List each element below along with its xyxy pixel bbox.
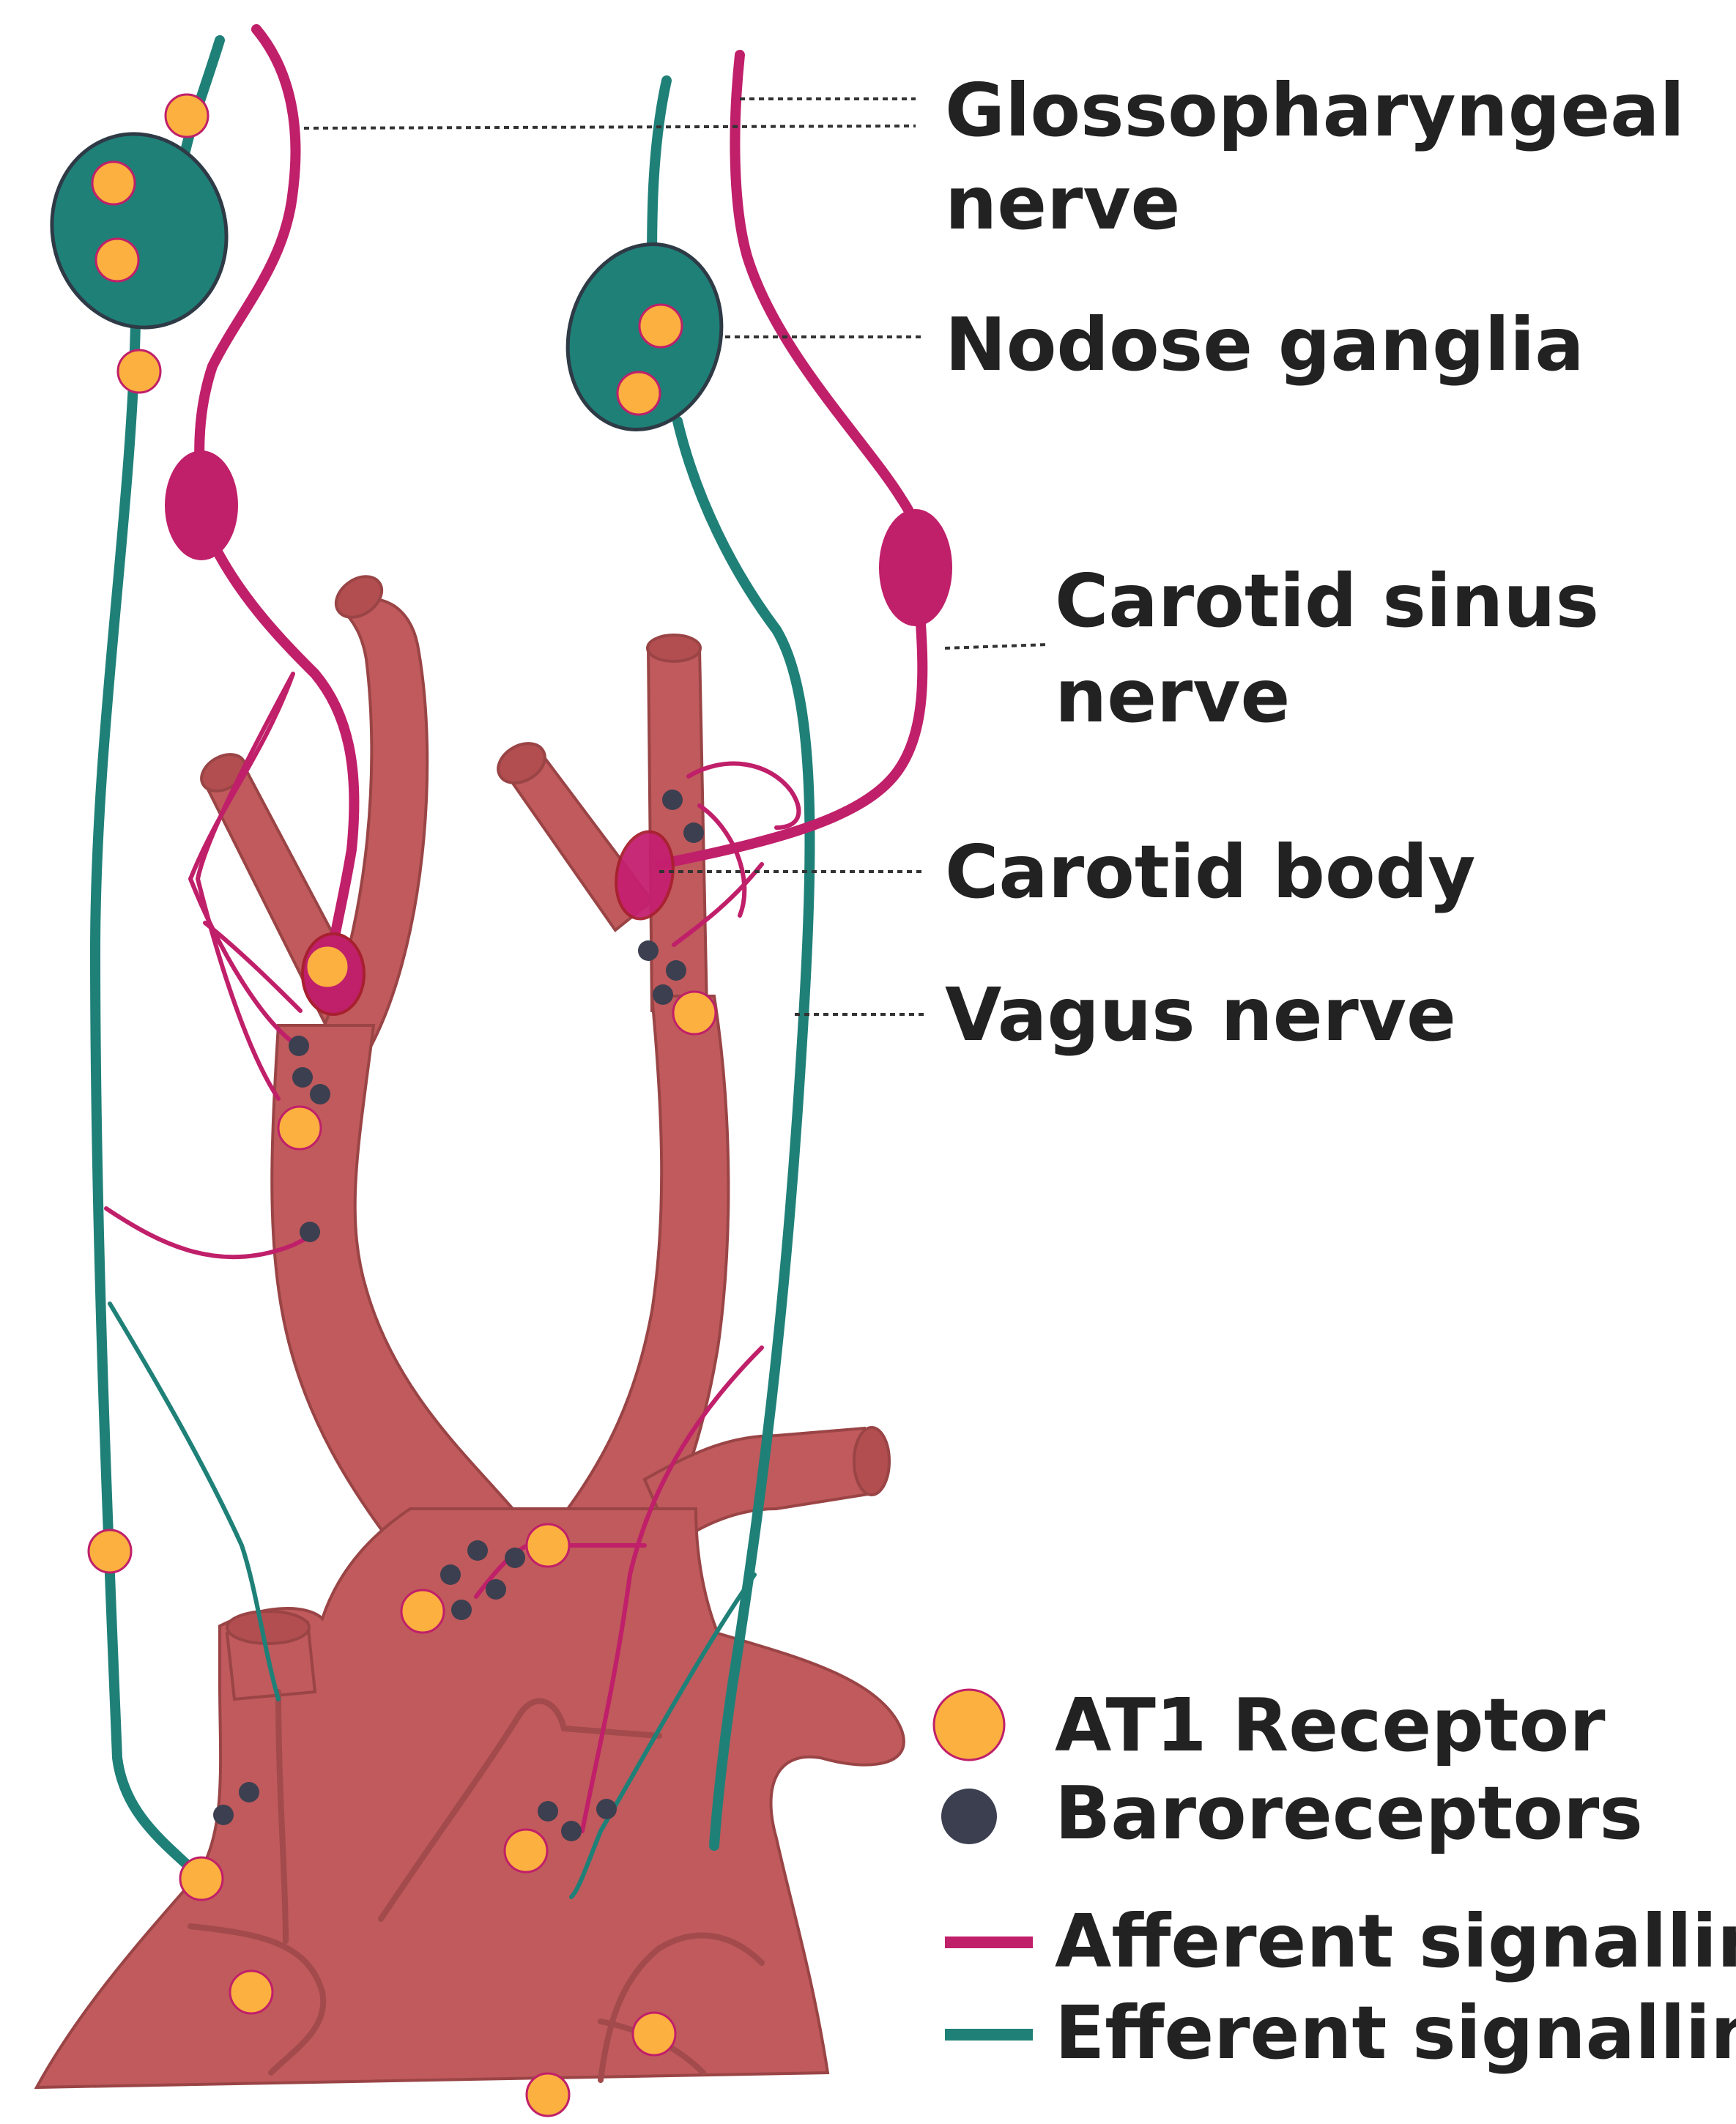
- baroreceptor: [653, 984, 673, 1005]
- leader-glossopharyngeal-2: [303, 125, 916, 130]
- baroreceptor: [289, 1036, 309, 1056]
- right-glossopharyngeal-nerve: [730, 50, 924, 547]
- right-petrosal-ganglion: [879, 509, 952, 626]
- at1-receptor: [164, 93, 209, 138]
- baroreceptor: [486, 1579, 506, 1600]
- at1-receptor: [638, 303, 683, 349]
- at1-receptors: [87, 93, 717, 2117]
- leader-lines: [303, 97, 1048, 1016]
- baroreceptor: [505, 1548, 525, 1568]
- heart-crease-4: [598, 1932, 765, 2083]
- at1-receptor: [503, 1828, 549, 1874]
- baroreceptor: [239, 1782, 259, 1802]
- left-carotid-sinus-nerve: [207, 537, 360, 950]
- carotid-body-right: [615, 830, 675, 921]
- subclavian-artery-end: [853, 1426, 891, 1496]
- left-external-carotid-end: [200, 753, 247, 792]
- at1-receptor: [672, 990, 717, 1036]
- at1-receptor: [525, 2072, 571, 2117]
- right-afferent-branch-2: [697, 803, 747, 918]
- legend-at1-swatch: [932, 1688, 1006, 1761]
- baroreceptor: [213, 1805, 234, 1825]
- at1-receptor: [305, 944, 350, 989]
- at1-receptor: [616, 371, 661, 416]
- labels: Glossopharyngeal nerve Nodose ganglia Ca…: [945, 67, 1685, 1058]
- at1-receptor: [179, 1856, 224, 1901]
- right-afferent-branch-4: [580, 1345, 764, 1833]
- legend-baro-swatch: [941, 1789, 997, 1844]
- at1-receptor: [94, 237, 140, 283]
- baroreceptor: [662, 790, 683, 810]
- left-afferent-branch-2: [196, 672, 295, 1101]
- heart-crease-3: [188, 1923, 327, 2076]
- baroreceptors: [213, 790, 704, 1841]
- baroreceptor: [666, 960, 686, 981]
- aortic-afferent-branch: [474, 1543, 530, 1599]
- left-common-carotid: [270, 1024, 516, 1570]
- at1-receptor: [631, 2011, 677, 2057]
- legend-at1-label: AT1 Receptor: [1055, 1682, 1606, 1768]
- at1-receptor: [277, 1105, 322, 1151]
- leader-carotid-sinus: [944, 643, 1048, 650]
- right-internal-carotid-end: [646, 634, 702, 663]
- legend: AT1 Receptor Baroreceptors Afferent sign…: [932, 1682, 1736, 2076]
- left-afferent-branch-4: [104, 1206, 310, 1260]
- label-nodose-ganglia: Nodose ganglia: [945, 302, 1584, 387]
- baroreceptor: [451, 1600, 472, 1620]
- heart-body: [34, 1507, 905, 2090]
- left-petrosal-ganglion: [165, 450, 238, 560]
- label-carotid-sinus-line2: nerve: [1055, 653, 1290, 739]
- at1-receptor: [91, 160, 136, 206]
- label-glossopharyngeal-line2: nerve: [945, 160, 1180, 246]
- right-external-carotid-end: [497, 742, 546, 784]
- left-internal-carotid-end: [334, 575, 384, 619]
- baroreceptor: [440, 1564, 461, 1585]
- heart-crease-2: [378, 1698, 662, 1922]
- at1-receptor: [229, 1969, 274, 2015]
- label-glossopharyngeal-line1: Glossopharyngeal: [945, 67, 1685, 153]
- afferent-nerves: [104, 24, 952, 1833]
- vascular-tree: [34, 575, 905, 2090]
- at1-receptor: [400, 1589, 445, 1634]
- baroreceptor: [596, 1799, 617, 1819]
- aortic-stub-end: [226, 1610, 311, 1645]
- left-afferent-branch-3: [203, 921, 303, 1013]
- baroreceptor: [538, 1801, 558, 1822]
- baroreceptor: [292, 1067, 313, 1088]
- at1-receptor: [525, 1523, 571, 1568]
- baroreceptor: [561, 1821, 582, 1841]
- baroreceptor: [467, 1540, 488, 1561]
- right-afferent-branch-3: [672, 862, 764, 947]
- heart-crease-1: [275, 1689, 289, 1944]
- label-vagus-nerve: Vagus nerve: [945, 972, 1456, 1058]
- label-carotid-sinus-line1: Carotid sinus: [1055, 558, 1599, 644]
- legend-afferent-label: Afferent signalling: [1055, 1898, 1736, 1984]
- baroreceptor: [310, 1084, 330, 1104]
- at1-receptor: [116, 349, 162, 394]
- left-afferent-branch-1: [188, 672, 303, 1050]
- left-glossopharyngeal-nerve: [194, 24, 301, 489]
- legend-efferent-label: Efferent signalling: [1055, 1990, 1736, 2076]
- baroreceptor: [300, 1222, 320, 1242]
- right-efferent-branch: [569, 1572, 757, 1899]
- baroreceptor: [638, 940, 659, 961]
- nodose-ganglion-left: [50, 132, 229, 330]
- at1-receptor: [87, 1529, 133, 1574]
- legend-baro-label: Baroreceptors: [1055, 1770, 1643, 1856]
- baroreceptor: [683, 823, 704, 843]
- label-carotid-body: Carotid body: [945, 829, 1475, 915]
- left-efferent-branch: [108, 1301, 281, 1701]
- right-afferent-branch-1: [686, 761, 801, 830]
- right-carotid-sinus-nerve: [654, 595, 928, 869]
